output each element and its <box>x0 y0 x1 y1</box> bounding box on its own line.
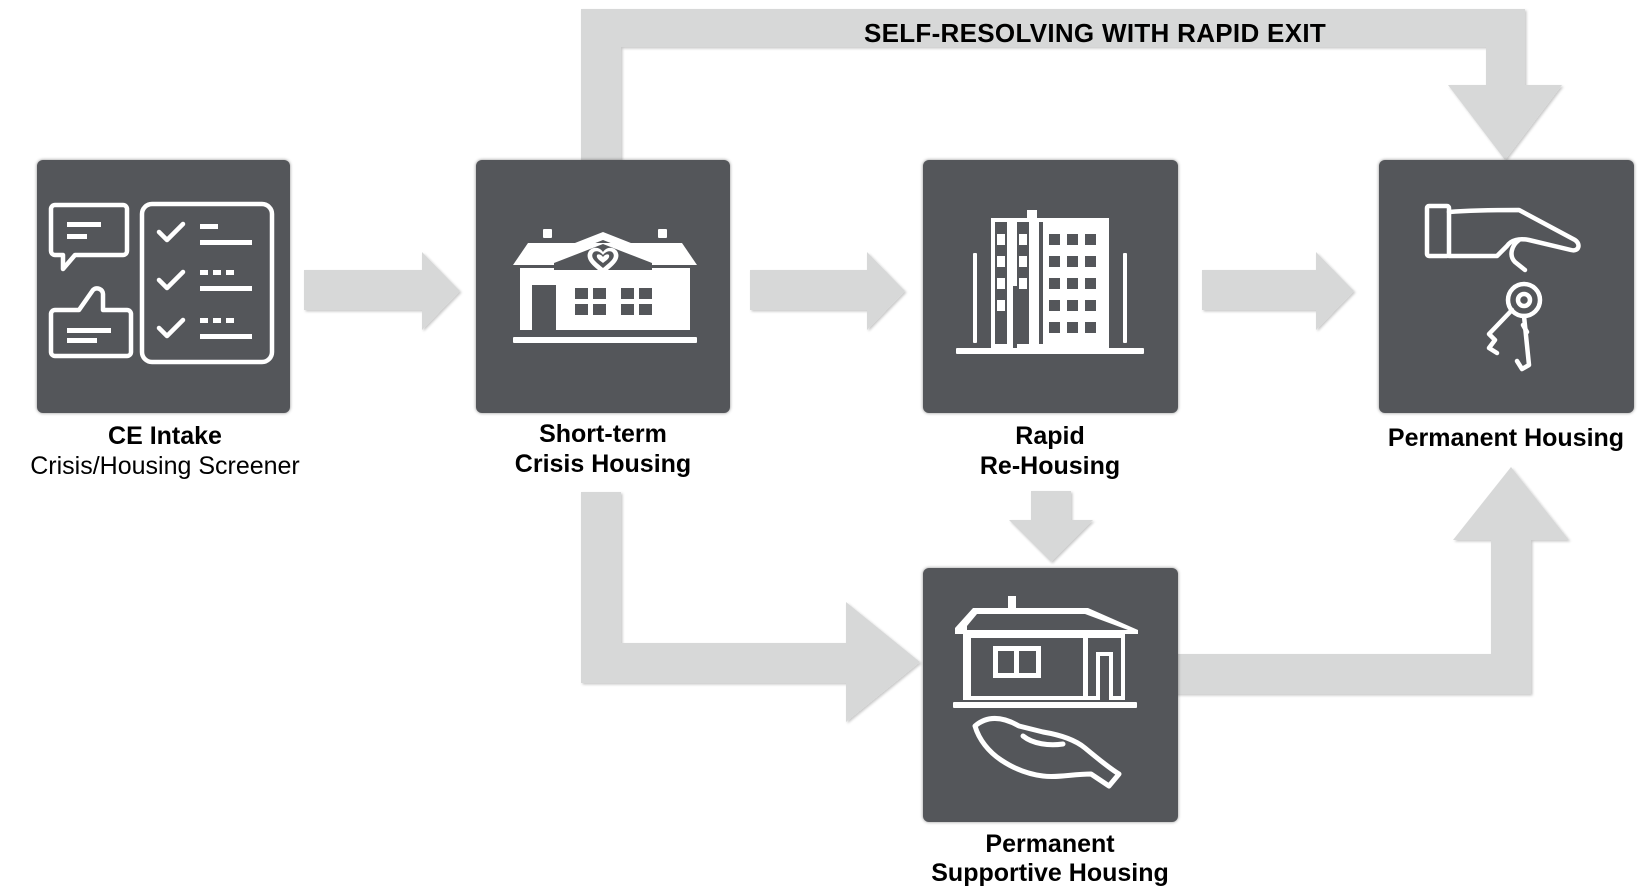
rapid-line2: Re-Housing <box>979 452 1121 480</box>
arrow-psh-to-permanent <box>1170 467 1569 694</box>
permanent-title: Permanent Housing <box>1387 424 1625 452</box>
psh-line1: Permanent <box>985 830 1115 858</box>
psh-line2: Supportive Housing <box>931 859 1169 887</box>
node-ce-intake <box>37 160 290 413</box>
house-on-hand-icon <box>953 596 1138 789</box>
arrow-shortterm-to-psh <box>581 492 920 722</box>
short-term-line2: Crisis Housing <box>514 450 692 478</box>
rapid-line1: Rapid <box>1015 422 1085 450</box>
caption-ce-intake: CE Intake Crisis/Housing Screener <box>0 421 330 481</box>
caption-rapid: Rapid Re-Housing <box>900 421 1200 481</box>
caption-short-term: Short-term Crisis Housing <box>453 419 753 479</box>
apartment-building-icon <box>956 210 1144 354</box>
caption-permanent: Permanent Housing <box>1356 423 1646 453</box>
node-permanent-housing <box>1379 160 1634 413</box>
node-rapid-re-housing <box>923 160 1178 413</box>
arrow-intake-to-shortterm <box>304 252 460 330</box>
arrow-rapid-to-psh <box>1009 491 1093 562</box>
checklist-chat-icon <box>48 201 275 365</box>
node-permanent-supportive-housing <box>923 568 1178 822</box>
caption-psh: Permanent Supportive Housing <box>900 830 1200 888</box>
node-short-term-crisis-housing <box>476 160 730 413</box>
ce-intake-title: CE Intake <box>108 422 222 450</box>
self-resolving-label: SELF-RESOLVING WITH RAPID EXIT <box>863 18 1327 48</box>
hand-keys-icon <box>1424 203 1581 372</box>
arrow-rapid-to-permanent <box>1202 252 1354 330</box>
short-term-line1: Short-term <box>539 420 667 448</box>
arrow-self-resolving-loop <box>581 9 1562 160</box>
arrow-shortterm-to-rapid <box>750 252 905 330</box>
ce-intake-subtitle: Crisis/Housing Screener <box>30 452 300 480</box>
shelter-building-heart-icon <box>513 229 697 343</box>
